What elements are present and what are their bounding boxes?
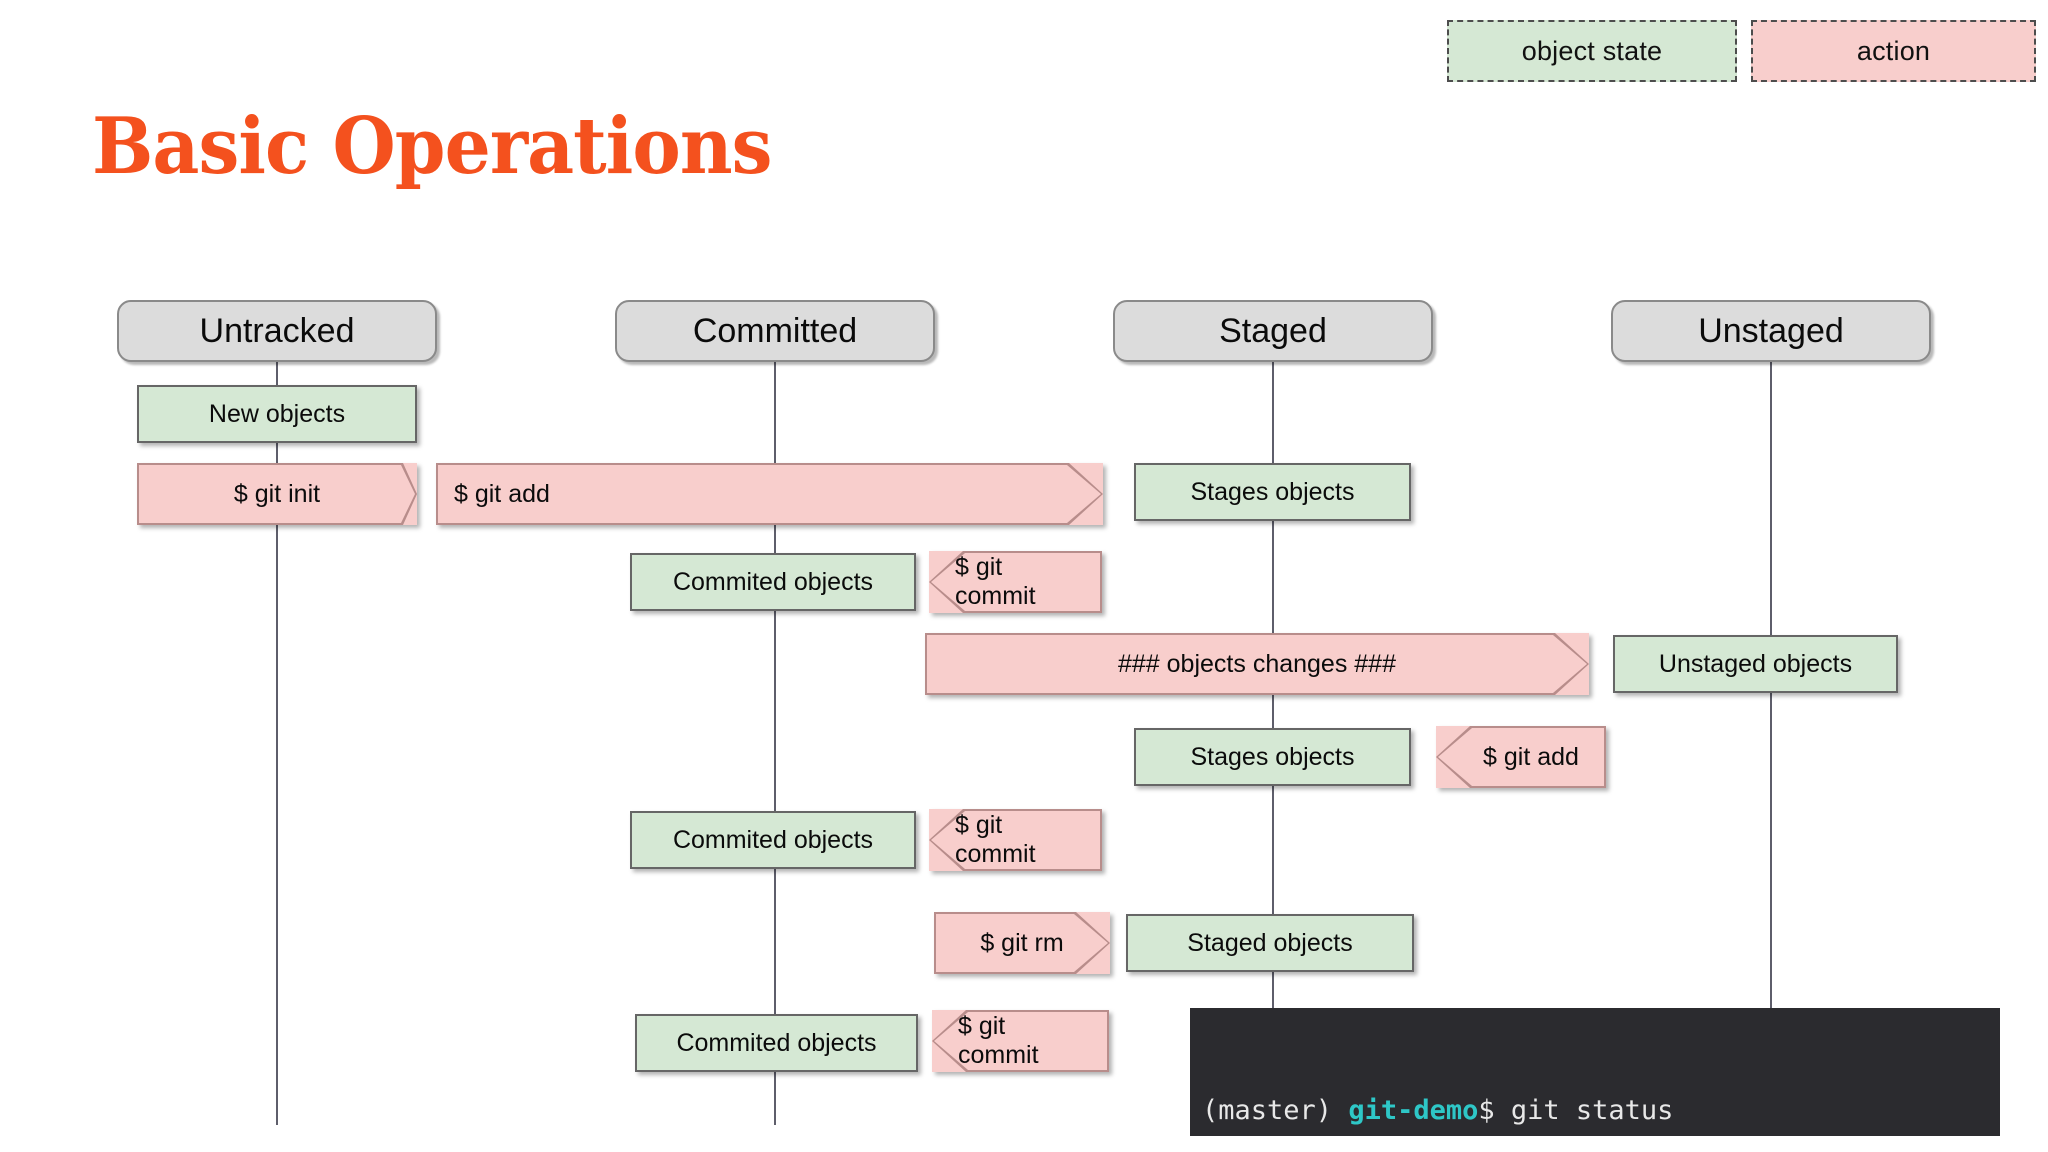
terminal-repo: git-demo	[1348, 1095, 1479, 1126]
column-header-untracked-label: Untracked	[199, 311, 355, 350]
column-header-untracked[interactable]: Untracked	[117, 300, 437, 362]
node-git-commit-1-label: $ git commit	[955, 553, 1036, 610]
legend-action: action	[1751, 20, 2036, 82]
node-unstaged-objects-label: Unstaged objects	[1658, 649, 1853, 678]
node-git-commit-1[interactable]: $ git commit	[929, 551, 1102, 613]
node-git-commit-3[interactable]: $ git commit	[932, 1010, 1109, 1072]
node-commited-objects-1-label: Commited objects	[672, 567, 874, 596]
terminal-command: $ git status	[1478, 1095, 1674, 1126]
legend-object-state: object state	[1447, 20, 1737, 82]
column-header-staged-label: Staged	[1219, 311, 1327, 350]
terminal-branch: (master)	[1202, 1095, 1349, 1126]
node-objects-changes[interactable]: ### objects changes ###	[925, 633, 1589, 695]
legend-object-state-label: object state	[1521, 35, 1663, 66]
node-new-objects-label: New objects	[208, 399, 346, 428]
column-header-staged[interactable]: Staged	[1113, 300, 1433, 362]
node-git-add-2[interactable]: $ git add	[1436, 726, 1606, 788]
node-unstaged-objects[interactable]: Unstaged objects	[1613, 635, 1898, 693]
node-git-commit-3-label: $ git commit	[958, 1012, 1039, 1069]
node-staged-objects[interactable]: Staged objects	[1126, 914, 1414, 972]
node-objects-changes-label: ### objects changes ###	[1118, 649, 1396, 678]
node-stages-objects-1[interactable]: Stages objects	[1134, 463, 1411, 521]
node-git-commit-2[interactable]: $ git commit	[929, 809, 1102, 871]
node-stages-objects-1-label: Stages objects	[1190, 477, 1355, 506]
lifeline-committed	[774, 350, 776, 1125]
legend-action-label: action	[1856, 35, 1931, 66]
lifeline-untracked	[276, 350, 278, 1125]
node-commited-objects-1[interactable]: Commited objects	[630, 553, 916, 611]
terminal-output[interactable]: (master) git-demo$ git status On branch …	[1190, 1008, 2000, 1136]
column-header-committed[interactable]: Committed	[615, 300, 935, 362]
node-stages-objects-2-label: Stages objects	[1190, 742, 1355, 771]
node-git-commit-2-label: $ git commit	[955, 811, 1036, 868]
page-title: Basic Operations	[92, 101, 772, 192]
node-stages-objects-2[interactable]: Stages objects	[1134, 728, 1411, 786]
node-git-init-label: $ git init	[233, 479, 321, 508]
node-new-objects[interactable]: New objects	[137, 385, 417, 443]
node-commited-objects-3[interactable]: Commited objects	[635, 1014, 918, 1072]
node-git-add-1[interactable]: $ git add	[436, 463, 1103, 525]
column-header-committed-label: Committed	[692, 311, 858, 350]
node-git-add-2-label: $ git add	[1483, 742, 1579, 771]
node-git-rm[interactable]: $ git rm	[934, 912, 1110, 974]
node-commited-objects-2[interactable]: Commited objects	[630, 811, 916, 869]
node-staged-objects-label: Staged objects	[1187, 928, 1353, 957]
lifeline-unstaged	[1770, 350, 1772, 1125]
node-git-rm-label: $ git rm	[980, 928, 1064, 957]
terminal-prompt-line: (master) git-demo$ git status	[1202, 1092, 2000, 1129]
node-commited-objects-2-label: Commited objects	[672, 825, 874, 854]
column-header-unstaged[interactable]: Unstaged	[1611, 300, 1931, 362]
node-git-init[interactable]: $ git init	[137, 463, 417, 525]
node-commited-objects-3-label: Commited objects	[676, 1028, 877, 1057]
node-git-add-1-label: $ git add	[454, 479, 550, 508]
column-header-unstaged-label: Unstaged	[1698, 311, 1844, 350]
